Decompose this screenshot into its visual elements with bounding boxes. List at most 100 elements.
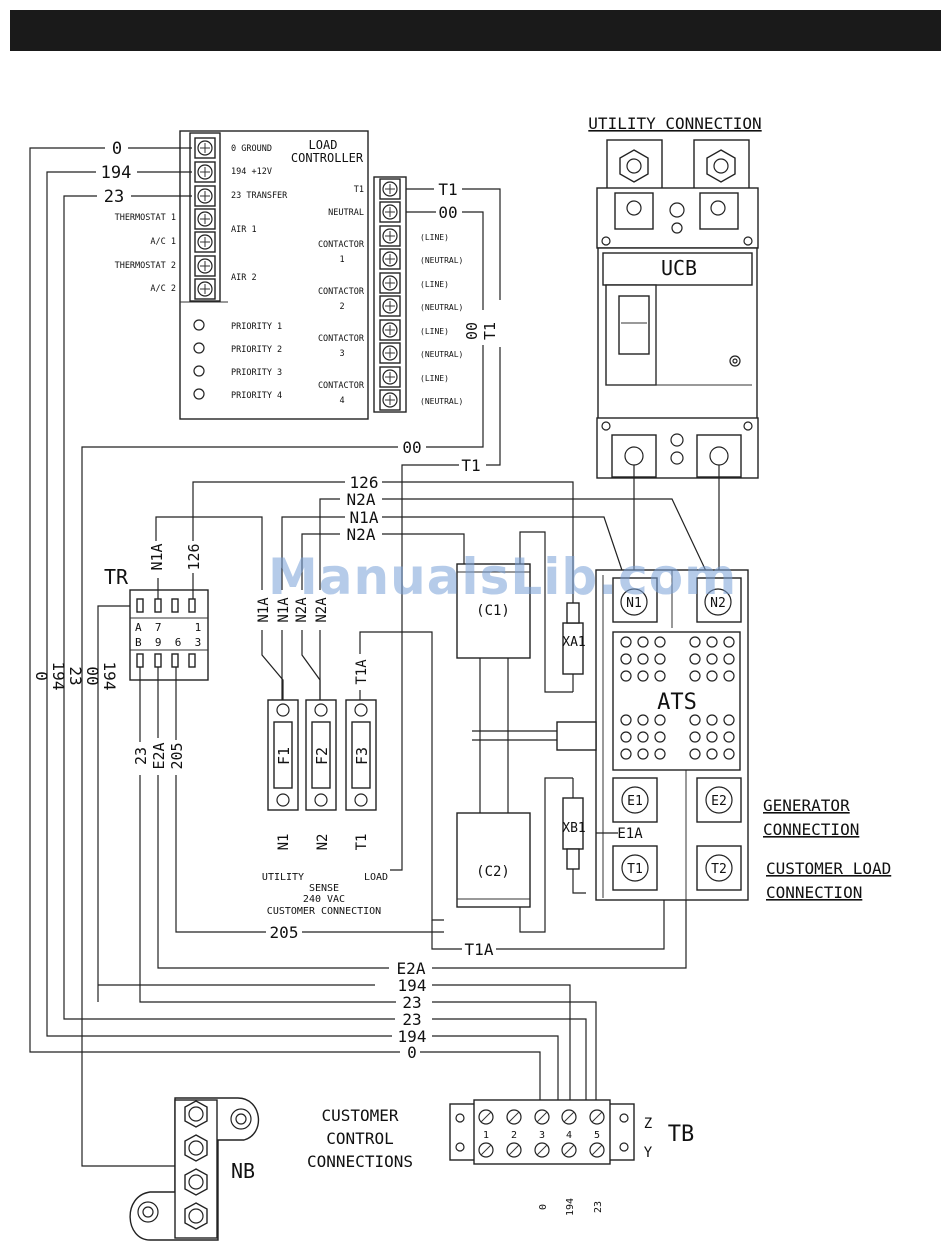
tb-terminal-5: 5 <box>594 1130 600 1141</box>
ats-hole <box>654 653 666 665</box>
nb-screw <box>184 1134 208 1162</box>
ats-hole <box>723 714 735 726</box>
fuse-label-n2a-b: N2A <box>314 597 330 623</box>
nb-neutral-bar <box>129 1097 260 1241</box>
ats-n1: N1 <box>626 596 642 611</box>
ats-t2: T2 <box>711 862 727 877</box>
customer-load-connection-2: CONNECTION <box>766 883 862 902</box>
lc-right-screw <box>379 389 401 411</box>
tr-row-2: B 9 6 3 <box>135 636 201 649</box>
ats-hole <box>637 670 649 682</box>
tb-screw <box>534 1109 550 1158</box>
ats-hole <box>706 670 718 682</box>
lc-terminal-line-3: (LINE) <box>420 327 449 336</box>
vertical-label-00: 00 <box>463 322 481 340</box>
lc-terminal-line-1: (LINE) <box>420 233 449 242</box>
ats-hole <box>620 731 632 743</box>
tb-screw <box>589 1109 605 1158</box>
ats-hole <box>654 636 666 648</box>
tb-z: Z <box>644 1116 652 1132</box>
lc-right-screw <box>379 248 401 270</box>
ats-hole <box>706 731 718 743</box>
sense-wires <box>155 481 715 600</box>
tr-label-23: 23 <box>132 747 150 765</box>
lc-right-screw <box>379 272 401 294</box>
ucb-label: UCB <box>661 256 697 280</box>
ats-hole <box>723 636 735 648</box>
tb-screw <box>506 1109 522 1158</box>
contactor-c2: (C2) <box>476 864 510 880</box>
ats-hole <box>689 731 701 743</box>
tr-row-1: A 7 1 <box>135 621 201 634</box>
ats-hole <box>723 731 735 743</box>
wire-label-23-bottom-2: 23 <box>402 1010 421 1029</box>
fuse-out-n1: N1 <box>276 834 292 851</box>
ats-n2: N2 <box>710 596 726 611</box>
ats-e1: E1 <box>627 794 643 809</box>
vertical-label-t1: T1 <box>481 322 499 340</box>
wire-label-t1: T1 <box>438 180 457 199</box>
lc-terminal-line-4: (LINE) <box>420 374 449 383</box>
wire-label-00-b: 00 <box>402 438 421 457</box>
ats-hole <box>620 748 632 760</box>
ats-e2: E2 <box>711 794 727 809</box>
wire-label-0: 0 <box>112 139 122 159</box>
lc-terminal-line-2: (LINE) <box>420 280 449 289</box>
ats-panel <box>595 569 749 901</box>
t1-00-wires <box>390 188 501 871</box>
lc-right-screw <box>379 366 401 388</box>
priority-1: PRIORITY 1 <box>231 322 282 332</box>
load-controller-title-2: CONTROLLER <box>291 151 364 165</box>
lc-terminal-neutral-4: (NEUTRAL) <box>420 397 463 406</box>
lc-label-ac1: A/C 1 <box>150 237 176 247</box>
ats-hole <box>706 714 718 726</box>
tb-terminal-2: 2 <box>511 1130 517 1141</box>
ats-hole <box>689 653 701 665</box>
fuse-label-n1a-b: N1A <box>276 597 292 623</box>
ats-hole <box>637 748 649 760</box>
wire-label-n2a-b: N2A <box>347 525 376 544</box>
priority-3: PRIORITY 3 <box>231 368 282 378</box>
customer-load-connection-1: CUSTOMER LOAD <box>766 859 891 878</box>
lc-right-screw <box>379 225 401 247</box>
bus-label-23: 23 <box>66 666 85 685</box>
wire-label-00: 00 <box>438 203 457 222</box>
tb-screw <box>561 1109 577 1158</box>
lc-terminal-0-ground: 0 GROUND <box>231 144 272 154</box>
tb-terminal-block <box>449 1099 635 1165</box>
lc-terminal-23: 23 TRANSFER <box>231 191 288 201</box>
relay-xa1-xb1 <box>562 602 584 870</box>
ats-hole <box>654 670 666 682</box>
ats-hole <box>723 670 735 682</box>
load-controller-title: LOAD <box>309 138 338 152</box>
vertical-label-126: 126 <box>185 543 203 570</box>
wire-label-194-bottom: 194 <box>398 976 427 995</box>
bus-label-194b: 194 <box>100 662 119 691</box>
sense-sense: SENSE <box>309 883 339 894</box>
tr-relay <box>129 573 209 742</box>
wire-label-126: 126 <box>350 473 379 492</box>
tr-label-e2a: E2A <box>150 742 168 769</box>
tb-terminal-3: 3 <box>539 1130 545 1141</box>
lc-right-contactor4-num: 4 <box>339 396 344 406</box>
lc-right-t1: T1 <box>354 185 364 195</box>
ats-hole <box>689 670 701 682</box>
priority-leds <box>193 319 205 400</box>
lc-left-screw <box>194 208 216 230</box>
ats-label: ATS <box>657 690 697 715</box>
wire-label-e1a: E1A <box>617 826 643 842</box>
ats-hole <box>723 748 735 760</box>
lc-right-contactor1-num: 1 <box>339 255 344 265</box>
sense-240vac: 240 VAC <box>303 894 345 905</box>
lc-terminal-neutral-3: (NEUTRAL) <box>420 350 463 359</box>
ats-hole <box>689 748 701 760</box>
fuse-label-t1a: T1A <box>354 659 370 685</box>
tb-screw <box>478 1109 494 1158</box>
relay-xb1: XB1 <box>562 821 585 836</box>
fuse-f1: F1 <box>275 747 293 765</box>
wire-label-205: 205 <box>270 923 299 942</box>
lc-right-contactor4: CONTACTOR <box>318 381 365 391</box>
lc-left-screw <box>194 161 216 183</box>
ats-hole <box>723 653 735 665</box>
